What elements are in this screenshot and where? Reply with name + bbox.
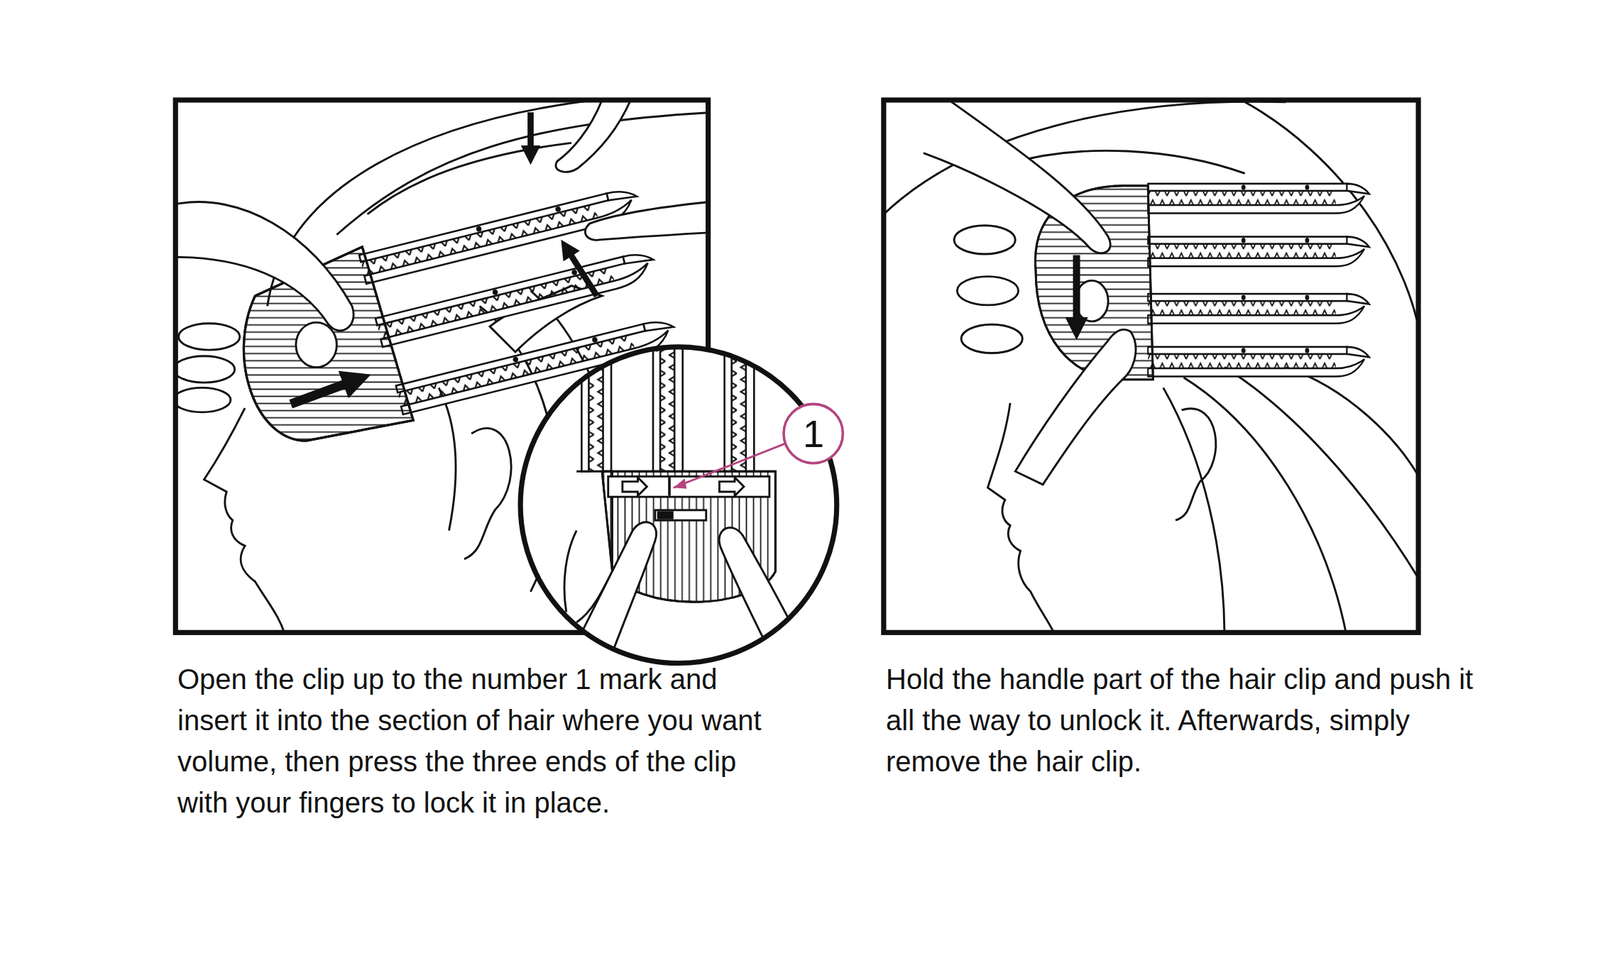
magnifier-detail [724,188,755,473]
right-scene [956,276,1018,306]
right-scene [1285,367,1419,480]
caption-text: Open the clip up to the number 1 mark an… [177,658,767,824]
right-scene [961,324,1023,353]
right-scene [1010,150,1246,174]
left-scene [527,112,534,155]
face-profile [204,408,287,633]
magnifier-detail [655,510,707,521]
left-scene [555,100,631,172]
right-scene [1224,367,1419,583]
right-scene [1147,347,1370,377]
caption-text: Hold the handle part of the hair clip an… [885,658,1504,783]
right-scene [1147,183,1370,214]
left-scene [291,379,358,405]
right-scene [954,225,1016,255]
callout-number: 1 [785,405,842,463]
leader-head [673,478,688,489]
left-scene [175,202,354,331]
magnifier-detail [564,530,577,613]
left-scene [584,202,708,241]
left-scene [175,356,235,383]
ear [464,428,512,559]
magnifier-detail [581,188,612,473]
callout-circle [783,403,843,463]
left-scene [438,387,456,531]
magnifier-detail [622,477,648,497]
magnifier-ring [520,347,837,664]
left-scene [175,387,231,413]
magnifier-detail [719,477,744,497]
right-scene [1073,254,1081,329]
magnifier-detail [658,512,673,519]
panel-frame [883,100,1419,633]
left-scene [178,323,240,350]
magnifier-detail [564,188,807,654]
left-scene [566,247,597,297]
leader-line [673,443,786,488]
right-scene [1163,387,1225,633]
right-scene [1075,280,1109,322]
right-scene [1147,237,1370,267]
right-scene [923,100,1111,254]
right-scene [1147,293,1370,324]
magnifier-detail [653,188,683,473]
right-scene [1015,329,1136,485]
magnifier-detail [608,476,770,497]
left-scene [296,322,338,367]
magnifier-detail [719,527,806,654]
right-scene [883,100,1419,633]
magnifier-detail [667,477,671,497]
left-scene [367,142,573,215]
